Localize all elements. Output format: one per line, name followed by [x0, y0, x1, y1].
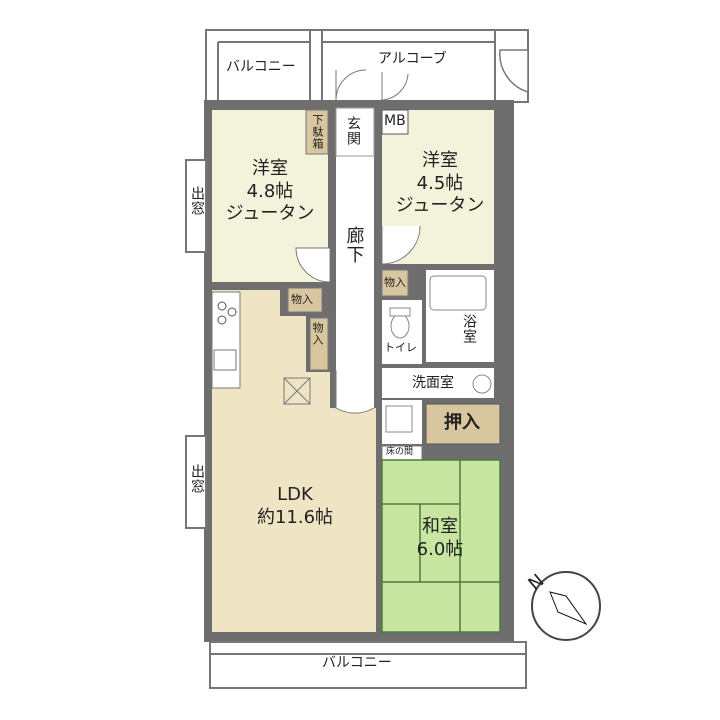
balcony-bottom-label: バルコニー [322, 655, 392, 671]
storage-1 [287, 287, 323, 313]
hallway [336, 108, 374, 408]
bay-window-1-frame [185, 159, 207, 253]
entrance-door [335, 69, 367, 101]
room-size: 4.5帖 [416, 172, 464, 194]
ldk-door [335, 370, 375, 414]
fridge-space [283, 377, 311, 405]
fridge-cross [283, 377, 311, 405]
washroom-label: 洗面室 [412, 375, 454, 391]
room2-door [381, 225, 421, 265]
room-floor: ジュータン [395, 195, 485, 216]
alcove-label: アルコーブ [378, 51, 447, 67]
room-floor: ジュータン [225, 203, 315, 224]
ldk-label: LDK 約11.6帖 [240, 484, 350, 529]
bay-window-2-frame [185, 435, 207, 529]
room-size: 約11.6帖 [256, 506, 334, 528]
mb-label: MB [384, 113, 406, 129]
storage-3 [381, 269, 409, 297]
bathroom-label: 浴室 [461, 314, 477, 344]
mb-door [381, 72, 409, 101]
japanese-room-label: 和室 6.0帖 [398, 516, 482, 561]
storage-3-label: 物入 [384, 276, 406, 289]
western-room-2-label: 洋室 4.5帖 ジュータン [392, 150, 488, 218]
wash-sink [472, 374, 492, 394]
laundry-pan [385, 405, 413, 433]
room-name: 洋室 [422, 150, 458, 171]
storage-2 [309, 317, 329, 371]
stove-burner [217, 315, 227, 325]
toilet-fixture [390, 313, 410, 339]
shoe-box [305, 109, 329, 155]
bay-window-1-label: 出窓 [189, 186, 205, 216]
storage-2-label: 物入 [311, 322, 324, 346]
stove-burner [227, 307, 237, 317]
balcony-top-label: バルコニー [226, 59, 296, 75]
ldk-room [212, 290, 376, 632]
room1-door [295, 247, 331, 283]
stove-burner [217, 301, 227, 311]
bathtub [429, 275, 487, 311]
entrance-label: 玄関 [345, 116, 361, 146]
toilet-tank [389, 307, 411, 317]
hallway-label: 廊下 [343, 226, 365, 264]
room-name: 洋室 [252, 158, 288, 179]
room-name: 和室 [422, 516, 458, 537]
alcove-door [499, 49, 529, 94]
compass [531, 571, 601, 641]
storage-1-label: 物入 [291, 293, 313, 306]
japanese-room [382, 460, 500, 632]
balcony-bottom-area [209, 641, 527, 689]
tatami-lines [381, 459, 501, 633]
entrance [335, 107, 375, 157]
western-room-1-label: 洋室 4.8帖 ジュータン [222, 158, 318, 226]
closet-label: 押入 [444, 412, 480, 433]
tokonoma-label: 床の間 [386, 447, 414, 457]
kitchen-sink [213, 349, 237, 371]
room-size: 6.0帖 [416, 538, 464, 560]
room-name: LDK [277, 484, 313, 505]
toilet-label: トイレ [384, 341, 417, 354]
room-size: 4.8帖 [246, 180, 294, 202]
mb-box-front [381, 109, 409, 135]
closet [425, 403, 501, 445]
shoe-box-label: 下駄箱 [311, 114, 324, 150]
bay-window-2-label: 出窓 [189, 464, 205, 494]
